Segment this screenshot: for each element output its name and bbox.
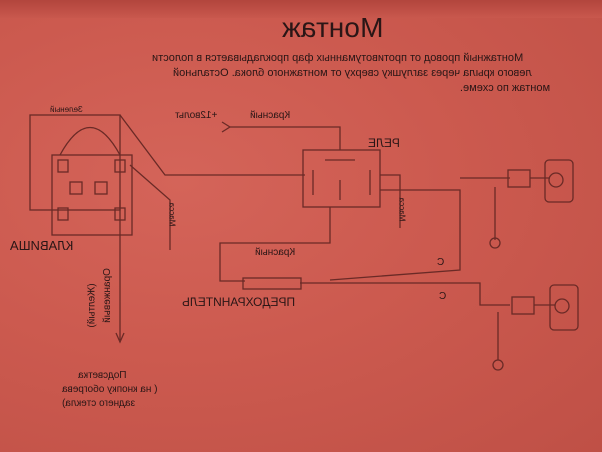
switch-arc-wire (59, 127, 121, 156)
lamp-bottom-bulb (554, 298, 570, 314)
description-line-2: левого крыла через заглушку сверху от мо… (173, 67, 532, 79)
label-fuse: ПРЕДОХРАНИТЕЛЬ (182, 295, 296, 309)
label-mass-left: Масса (167, 202, 177, 227)
label-red-fuse: Красный (255, 247, 296, 258)
label-red-top: Красный (250, 110, 291, 121)
connector-bottom (511, 296, 535, 315)
label-orange: Оранжевый (101, 268, 113, 323)
switch-terminal (57, 207, 69, 221)
lamp-top-bulb (548, 172, 564, 188)
wire-mass-relay (380, 174, 401, 228)
switch-outer-wire (29, 114, 121, 211)
wire-to-lamp-bottom (300, 282, 510, 306)
page-title: Монтаж (282, 12, 384, 43)
wire-lamp-top-ground (494, 177, 550, 240)
relay-box (302, 149, 381, 208)
lamp-top-housing (544, 159, 574, 203)
description-line-1: Монтажный провод от противотуманных фар … (152, 52, 524, 64)
wire-red-12v (230, 126, 341, 150)
label-green: Зеленый (50, 105, 83, 114)
label-relay: РЕЛЕ (368, 136, 400, 150)
switch-terminal (57, 159, 69, 173)
description-line-3: монтаж по схеме. (460, 82, 551, 94)
arrow-down (115, 332, 125, 344)
switch-terminal (94, 181, 108, 195)
label-c-bottom: С (439, 291, 447, 302)
lamp-bottom-housing (549, 284, 579, 331)
ground-top-icon (489, 237, 501, 249)
fuse-body (242, 277, 302, 290)
switch-terminal (114, 159, 126, 173)
label-12v: +12вольт (175, 110, 218, 121)
label-c-top: С (437, 257, 445, 268)
connector-top (507, 169, 531, 188)
relay-pins (312, 159, 371, 200)
arrow-12v (221, 121, 231, 133)
label-backlight-1: Подсветка (78, 370, 127, 381)
wire-to-lamp-top (329, 189, 461, 281)
label-backlight-2: ( на кнопку обогрева (62, 384, 158, 395)
ground-bottom-icon (492, 359, 504, 371)
label-mass-relay: Масса (397, 197, 407, 222)
wire-red-fuse (219, 207, 331, 282)
switch-terminal (69, 181, 83, 195)
wire-green-to-relay (119, 114, 305, 176)
switch-body (51, 154, 133, 236)
label-yellow: (Желтый) (86, 283, 98, 328)
label-backlight-3: заднего стекла) (62, 398, 136, 409)
label-switch: КЛАВИША (10, 238, 74, 253)
wire-mass-left (129, 164, 171, 250)
wire-lamp-bottom-ground (497, 304, 555, 360)
